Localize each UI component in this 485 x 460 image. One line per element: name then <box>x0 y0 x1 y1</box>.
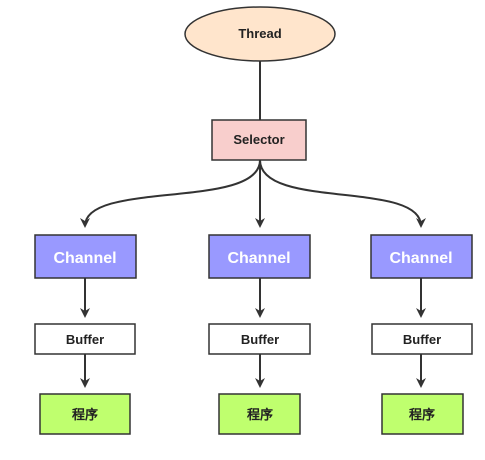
selector-box <box>211 119 307 161</box>
program-box <box>218 393 301 435</box>
channel-box <box>34 234 137 279</box>
channel-label: Channel <box>227 250 290 267</box>
buffer-box <box>208 323 311 355</box>
column-1: Channel Buffer 程序 <box>34 234 137 435</box>
buffer-label: Buffer <box>241 332 279 347</box>
selector-label: Selector <box>233 132 284 147</box>
thread-ellipse <box>184 6 336 62</box>
selector-channel-1-arrow <box>80 159 261 228</box>
program-label: 程序 <box>72 407 98 422</box>
selector-node: Selector <box>211 119 307 161</box>
column-3: Channel Buffer 程序 <box>370 234 473 435</box>
channel-label: Channel <box>53 250 116 267</box>
program-box <box>39 393 131 435</box>
channel-label: Channel <box>389 250 452 267</box>
selector-channel-3-arrow <box>259 159 426 228</box>
buffer-label: Buffer <box>403 332 441 347</box>
program-label: 程序 <box>247 407 273 422</box>
thread-label: Thread <box>238 26 281 41</box>
program-box <box>381 393 464 435</box>
column-2: Channel Buffer 程序 <box>208 234 311 435</box>
channel-box <box>370 234 473 279</box>
buffer-box <box>371 323 473 355</box>
buffer-label: Buffer <box>66 332 104 347</box>
connectors <box>80 61 426 388</box>
buffer-box <box>34 323 136 355</box>
program-label: 程序 <box>409 407 435 422</box>
channel-box <box>208 234 311 279</box>
thread-node: Thread <box>184 6 336 62</box>
